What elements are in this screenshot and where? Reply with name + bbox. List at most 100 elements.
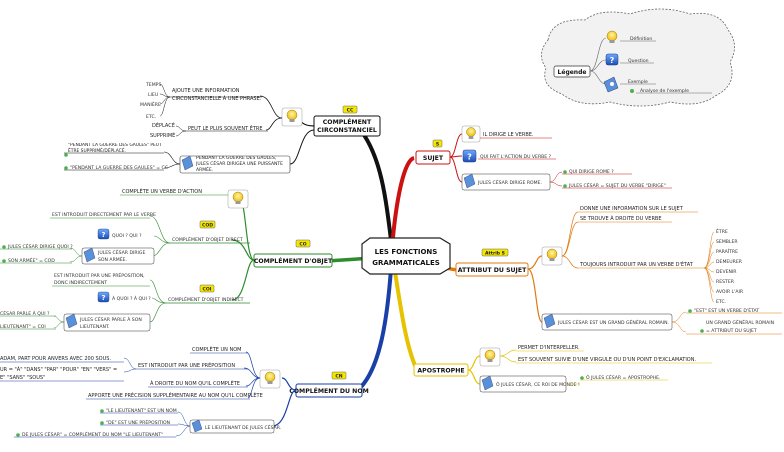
cc-example-text: PENDANT LA GUERRE DES GAULES, JULES CÉSA…	[196, 156, 284, 173]
coi-definition-line1: EST INTRODUIT PAR UNE PRÉPOSITION,	[54, 271, 145, 279]
legend-analyse-label: Analyse de l'exemple	[640, 88, 689, 94]
attr-verb-list: ÊTRE SEMBLER PARAÎTRE DEMEURER DEVENIR R…	[703, 227, 744, 305]
apos-analysis-dot	[580, 376, 584, 380]
cn-definition-3: À DROITE DU NOM QU'IL COMPLÈTE	[150, 379, 240, 387]
cod-node[interactable]: COMPLÉMENT D'OBJET DIRECT	[170, 235, 250, 244]
apos-definition-icon	[479, 347, 501, 367]
cod-analysis-1: JULES CÉSAR DIRIGE QUOI ?	[7, 242, 73, 250]
cn-badge-text: CN	[335, 374, 342, 380]
legend-question-label: Question	[628, 58, 649, 64]
cod-example-line2: SON ARMÉE.	[98, 255, 127, 263]
coi-title: COMPLÉMENT D'OBJET INDIRECT	[168, 295, 244, 303]
attr-definition-1: DONNE UNE INFORMATION SUR LE SUJET	[580, 206, 684, 212]
attr-verb-rester: RESTER	[716, 279, 735, 285]
branch-sujet: S SUJET IL DIRIGE LE VERBE. ? QUI FAIT L…	[415, 125, 672, 191]
cn-analysis-dot-2	[100, 421, 104, 425]
attr-verb-demeurer: DEMEURER	[716, 259, 743, 265]
center-title-line1: LES FONCTIONS	[375, 248, 438, 256]
cod-analysis-dot-2	[2, 259, 6, 263]
attr-definition-3: TOUJOURS INTRODUIT PAR UN VERBE D'ÉTAT	[579, 260, 694, 268]
cod-badge	[199, 220, 216, 229]
apos-analysis: Ô JULES CÉSAR = APOSTROPHE.	[586, 373, 661, 381]
attr-example-text: JULES CÉSAR EST UN GRAND GÉNÉRAL ROMAIN.	[557, 318, 669, 326]
co-title: COMPLÉMENT D'OBJET	[254, 256, 333, 265]
cc-type-etc: ETC.	[146, 114, 156, 120]
attr-example-node: JULES CÉSAR EST UN GRAND GÉNÉRAL ROMAIN.	[541, 313, 673, 331]
coi-node[interactable]: COMPLÉMENT D'OBJET INDIRECT	[166, 295, 250, 304]
cc-definition-line2: CIRCONSTANCIELLE À UNE PHRASE.	[172, 95, 262, 102]
cod-analysis-2: SON ARMÉE" = COD	[8, 256, 55, 264]
cn-analysis-2: "DE" EST UNE PRÉPOSITION	[106, 418, 170, 426]
attr-badge	[481, 248, 509, 257]
sujet-analysis-1: QUI DIRIGE ROME ?	[569, 169, 614, 175]
co-node[interactable]: COMPLÉMENT D'OBJET	[253, 253, 333, 268]
attr-badge-text: Attrib S	[485, 251, 505, 257]
coi-badge	[199, 284, 215, 293]
cc-property-supprime: SUPPRIMÉ	[150, 131, 175, 139]
cc-analysis-dot-2	[64, 166, 68, 170]
cn-example-text: LE LIEUTENANT DE JULES CÉSAR.	[205, 423, 281, 431]
cn-preposition-list-2: E" "SANS" "SOUS"	[0, 375, 45, 381]
cn-analysis-dot-3	[16, 433, 20, 437]
attr-analysis-dot-1	[688, 309, 692, 313]
attr-verb-sembler: SEMBLER	[716, 239, 738, 245]
cn-definition-4: APPORTE UNE PRÉCISION SUPPLÉMENTAIRE AU …	[88, 391, 263, 399]
apos-definition-1: PERMET D'INTERPELLER.	[518, 345, 580, 351]
branch-cn: CN COMPLÉMENT DU NOM COMPLÈTE UN NOM EST…	[0, 345, 369, 438]
co-definition: COMPLÈTE UN VERBE D'ACTION	[122, 187, 202, 195]
cn-preposition-list-1: UR = "À" "DANS" "PAR" "POUR" "EN" "VERS"…	[0, 366, 117, 373]
legend-title: Légende	[558, 69, 587, 76]
legend-definition-label: Définition	[630, 35, 652, 42]
coi-example-line2: LIEUTENANT.	[80, 324, 110, 330]
cc-definition-icon	[281, 107, 303, 127]
svg-text:?: ?	[101, 231, 105, 239]
apos-node[interactable]: APOSTROPHE	[413, 363, 469, 377]
cc-title-line2: CIRCONSTANCIEL	[317, 127, 377, 134]
coi-question-icon: ?	[97, 291, 110, 303]
cc-property-deplace: DÉPLACÉ	[152, 121, 175, 129]
legend-definition-icon	[606, 30, 618, 43]
sujet-node[interactable]: SUJET	[415, 150, 451, 165]
cod-question-icon: ?	[97, 228, 110, 240]
attr-verb-avoir-lair: AVOIR L'AIR	[716, 289, 744, 295]
cn-analysis-3: DE JULES CÉSAR" = COMPLÉMENT DU NOM "LE …	[22, 430, 163, 438]
cod-analysis-dot-1	[2, 245, 6, 249]
svg-text:?: ?	[467, 153, 472, 162]
co-badge-text: CO	[299, 242, 306, 248]
cn-badge	[331, 371, 347, 380]
cn-node[interactable]: COMPLÉMENT DU NOM	[289, 383, 369, 398]
cc-type-lieu: LIEU	[148, 92, 158, 98]
svg-text:?: ?	[101, 294, 105, 302]
coi-question: À QUOI ? À QUI ?	[112, 295, 151, 302]
co-definition-icon	[227, 189, 249, 209]
center-node[interactable]: LES FONCTIONS GRAMMATICALES	[361, 237, 451, 275]
legend-question-icon: ?	[605, 53, 619, 66]
cod-definition: EST INTRODUIT DIRECTEMENT PAR LE VERBE	[52, 212, 156, 218]
center-title-line2: GRAMMATICALES	[372, 259, 440, 267]
svg-text:?: ?	[610, 56, 615, 65]
apos-example-node: Ô JULES CÉSAR, CE ROI DE MONDE !	[479, 375, 580, 393]
cc-property-text: PEUT LE PLUS SOUVENT ÊTRE	[188, 124, 263, 132]
sujet-example-text: JULES CÉSAR DIRIGE ROME.	[477, 178, 542, 186]
attr-node[interactable]: ATTRIBUT DU SUJET	[455, 262, 529, 277]
attr-definition-icon	[541, 246, 563, 266]
coi-badge-text: COI	[203, 287, 212, 293]
attr-definition-2: SE TROUVE À DROITE DU VERBE	[580, 215, 662, 222]
cn-analysis-dot-1	[100, 409, 104, 413]
cn-example-node: LE LIEUTENANT DE JULES CÉSAR.	[189, 419, 281, 434]
cn-analysis-1: "LE LIEUTENANT" EST UN NOM	[106, 408, 177, 414]
legend-analyse-dot	[630, 89, 634, 93]
coi-analysis-1: CÉSAR PARLE À QUI ?	[0, 309, 50, 317]
sujet-definition: IL DIRIGE LE VERBE.	[483, 132, 534, 138]
sujet-question-icon: ?	[462, 149, 477, 163]
attr-verb-paraitre: PARAÎTRE	[716, 248, 738, 255]
cc-node[interactable]: COMPLÉMENT CIRCONSTANCIEL	[313, 115, 381, 137]
cod-title: COMPLÉMENT D'OBJET DIRECT	[172, 235, 243, 243]
branch-co: CO COMPLÉMENT D'OBJET COMPLÈTE UN VERBE …	[0, 187, 333, 332]
branch-cc: CC COMPLÉMENT CIRCONSTANCIEL AJOUTE UNE …	[64, 82, 381, 174]
attr-analysis-dot-2	[700, 329, 704, 333]
attr-analysis-2b: = ATTRIBUT DU SUJET	[706, 328, 757, 334]
sujet-question: QUI FAIT L'ACTION DU VERBE ?	[480, 154, 552, 160]
cc-example-node: PENDANT LA GUERRE DES GAULES, JULES CÉSA…	[179, 155, 291, 174]
